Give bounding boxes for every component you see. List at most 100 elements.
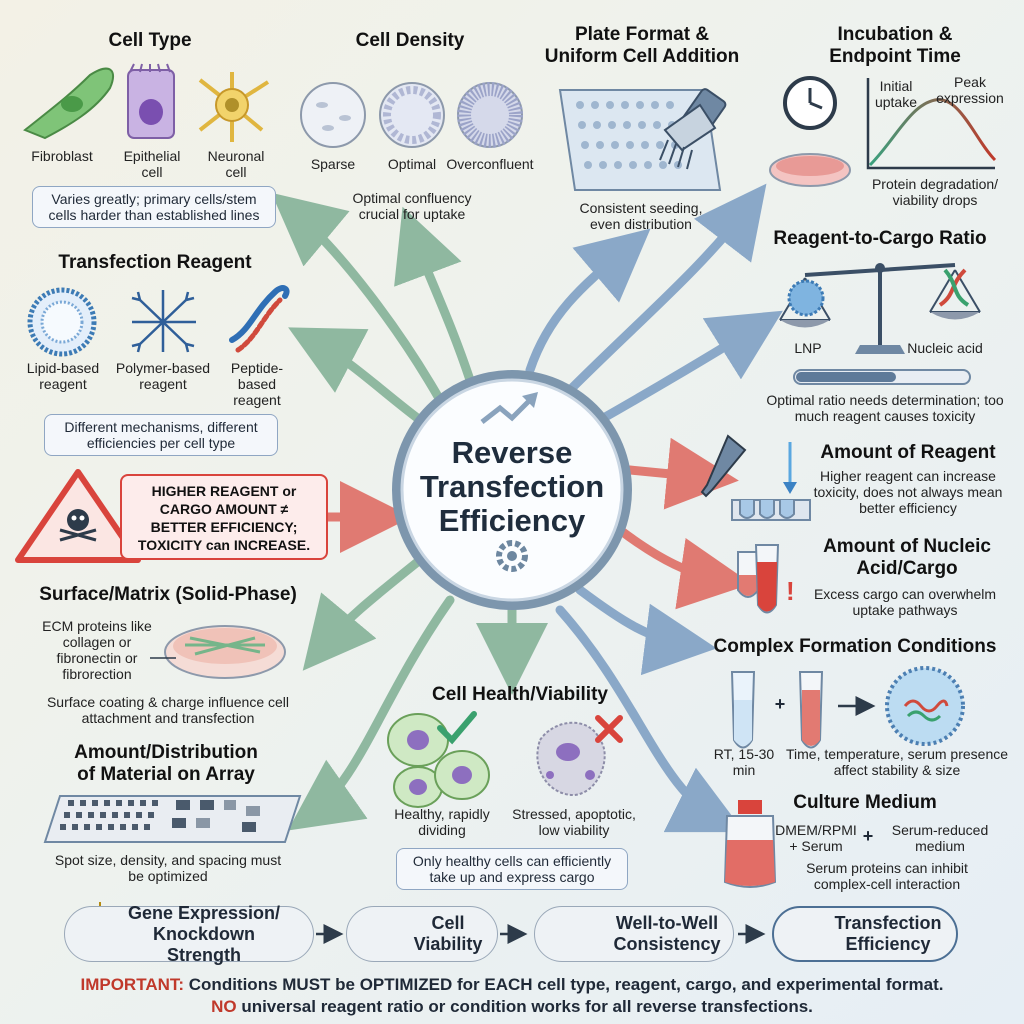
arrow-to-transfection-reagent <box>288 327 425 425</box>
arrow-to-reagent-ratio <box>595 310 783 425</box>
tube-clear-icon <box>730 671 756 749</box>
cell-density-note: Optimal confluency crucial for uptake <box>352 190 472 222</box>
lnp-label: LNP <box>794 340 822 356</box>
healthy-label: Healthy, rapidly dividing <box>394 806 490 838</box>
healthy-cells-icon <box>387 713 490 808</box>
clock-icon <box>783 76 837 130</box>
cell-health-title: Cell Health/Viability <box>432 684 608 705</box>
arrow-to-cell-density <box>394 206 475 385</box>
peptide-reagent-label: Peptide-based reagent <box>230 360 284 408</box>
overconfluent-dish-icon <box>457 82 523 148</box>
complex-formation-title: Complex Formation Conditions <box>713 636 997 657</box>
cell-density-title: Cell Density <box>355 30 465 51</box>
amount-cargo-note: Excess cargo can overwhelm uptake pathwa… <box>813 586 997 618</box>
incubation-title: Incubation & Endpoint Time <box>800 24 990 68</box>
arrow-to-incubation <box>565 183 767 395</box>
dmem-label: DMEM/RPMI + Serum <box>775 822 857 854</box>
warning-line3: BETTER EFFICIENCY; <box>150 519 298 535</box>
warning-line1: HIGHER REAGENT or <box>151 483 297 499</box>
warning-line2: CARGO AMOUNT ≠ <box>159 501 289 517</box>
flow-label-transfection-efficiency: Transfection Efficiency <box>834 913 942 954</box>
epithelial-label: Epithelial cell <box>123 148 181 180</box>
peak-expression-label: Peak expression <box>936 74 1004 106</box>
important-note: IMPORTANT: Conditions MUST be OPTIMIZED … <box>20 974 1004 1018</box>
amount-distribution-title-line2: of Material on Array <box>77 764 255 785</box>
important-no: NO <box>211 997 237 1016</box>
amount-reagent-note: Higher reagent can increase toxicity, do… <box>813 468 1003 516</box>
center-circle <box>392 370 632 610</box>
checkmark-icon <box>437 711 477 745</box>
sparse-dish-icon <box>300 82 366 148</box>
ratio-slider <box>793 369 971 385</box>
center-title: Reverse Transfection Efficiency <box>412 436 612 538</box>
initial-uptake-label: Initial uptake <box>874 78 918 110</box>
flow-pill-consistency: Well-to-Well Consistency <box>534 906 734 962</box>
stressed-cells-icon <box>536 721 606 797</box>
warning-line4: TOXICITY can INCREASE. <box>137 537 311 553</box>
medium-bottle-icon <box>723 800 777 888</box>
polymer-reagent-icon <box>131 290 196 353</box>
flow-pill-transfection-efficiency: Transfection Efficiency <box>772 906 958 962</box>
center-title-line3: Efficiency <box>438 503 586 538</box>
cell-type-title: Cell Type <box>108 30 192 51</box>
arrow-to-surface <box>302 555 425 671</box>
transfection-reagent-note: Different mechanisms, different efficien… <box>44 414 278 456</box>
important-label: IMPORTANT: <box>80 975 185 994</box>
radial-arrows <box>271 183 783 833</box>
large-tube-icon: ! <box>754 544 795 614</box>
petri-dish-icon <box>769 153 851 187</box>
incubation-note: Protein degradation/ viability drops <box>871 176 999 208</box>
flow-label-gene-expression: Gene Expression/ Knockdown Strength <box>127 902 281 965</box>
expression-curve-chart <box>866 78 997 170</box>
array-slide-icon <box>43 795 302 843</box>
rt-label: RT, 15-30 min <box>713 746 775 778</box>
stressed-label: Stressed, apoptotic, low viability <box>512 806 636 838</box>
culture-medium-title: Culture Medium <box>793 792 937 813</box>
arrow-to-complex-formation <box>575 585 717 676</box>
medium-plus-sign: + <box>862 826 874 846</box>
lipid-reagent-icon <box>27 287 97 357</box>
multichannel-pipette-icon <box>659 88 727 170</box>
important-line1: Conditions MUST be OPTIMIZED for EACH ce… <box>184 975 944 994</box>
fibroblast-label: Fibroblast <box>31 148 93 164</box>
amount-cargo-title: Amount of Nucleic Acid/Cargo <box>812 536 1002 580</box>
dropper-arrow-icon <box>783 442 797 494</box>
well-plate-icon <box>558 89 722 191</box>
amount-distribution-note: Spot size, density, and spacing must be … <box>54 852 282 884</box>
ecm-label: ECM proteins like collagen or fibronecti… <box>42 618 152 682</box>
arrow-to-amount-reagent <box>625 437 739 510</box>
plate-format-note: Consistent seeding, even distribution <box>579 200 703 232</box>
neuronal-cell-icon <box>198 72 270 142</box>
lnp-icon <box>787 279 825 317</box>
complex-plus-sign: + <box>774 694 786 714</box>
fibroblast-icon <box>23 67 115 140</box>
center-title-line1: Reverse <box>451 435 573 470</box>
tube-red-icon <box>798 671 824 749</box>
flow-label-cell-viability: Cell Viability <box>413 913 483 954</box>
optimal-label: Optimal <box>387 156 437 172</box>
arrow-to-cell-type <box>271 192 445 405</box>
cell-health-note: Only healthy cells can efficiently take … <box>396 848 628 890</box>
amount-distribution-title: Amount/Distribution of Material on Array <box>56 742 276 786</box>
incubation-title-line1: Incubation & <box>837 24 953 45</box>
optimal-dish-icon <box>379 82 445 148</box>
amount-distribution-title-line1: Amount/Distribution <box>74 742 258 763</box>
lipid-nanoparticle-icon <box>885 666 965 746</box>
nucleic-acid-label: Nucleic acid <box>907 340 983 356</box>
cross-icon <box>595 715 623 743</box>
lipid-reagent-label: Lipid-based reagent <box>26 360 100 392</box>
tube-strip-icon <box>731 499 811 521</box>
warning-box <box>120 474 328 560</box>
surface-note: Surface coating & charge influence cell … <box>46 694 290 726</box>
complex-formation-note: Time, temperature, serum presence affect… <box>786 746 1009 778</box>
center-title-line2: Transfection <box>419 469 605 504</box>
warning-triangle-icon <box>15 469 141 563</box>
reagent-ratio-note: Optimal ratio needs determination; too m… <box>766 392 1004 424</box>
amount-cargo-title-line1: Amount of Nucleic <box>823 536 991 557</box>
sparse-label: Sparse <box>310 156 356 172</box>
polymer-reagent-label: Polymer-based reagent <box>115 360 211 392</box>
plate-format-title: Plate Format & Uniform Cell Addition <box>530 24 754 68</box>
plate-format-title-line2: Uniform Cell Addition <box>544 46 740 67</box>
amount-cargo-title-line2: Acid/Cargo <box>856 558 958 579</box>
cell-type-note: Varies greatly; primary cells/stem cells… <box>32 186 276 228</box>
